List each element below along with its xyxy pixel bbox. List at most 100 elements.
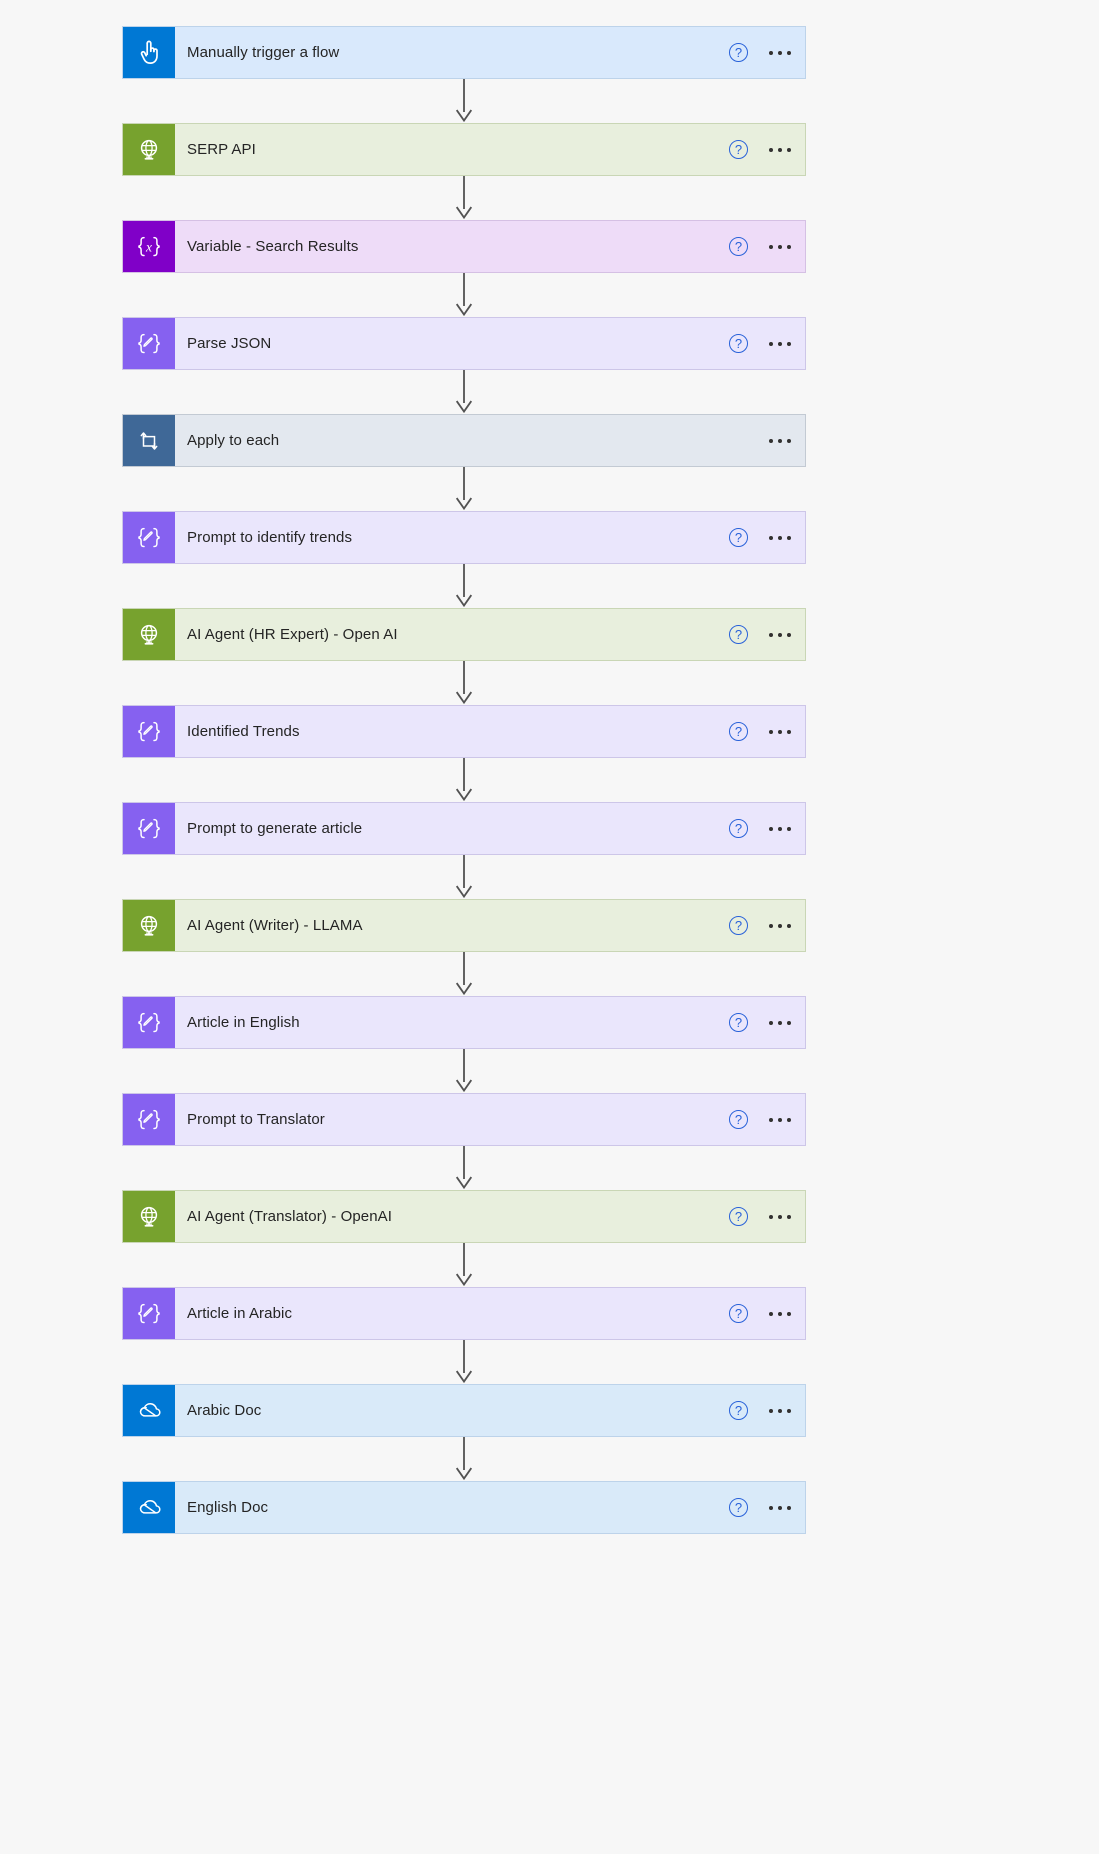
flow-card-body[interactable]: Identified Trends? xyxy=(175,706,805,757)
flow-card[interactable]: Prompt to identify trends? xyxy=(122,511,806,564)
data-operation-icon xyxy=(123,512,175,563)
onedrive-cloud-icon xyxy=(123,1482,175,1533)
flow-node: AI Agent (Translator) - OpenAI? xyxy=(122,1190,806,1243)
flow-card-body[interactable]: Article in Arabic? xyxy=(175,1288,805,1339)
help-icon[interactable]: ? xyxy=(729,916,748,935)
flow-node: Apply to each? xyxy=(122,414,806,467)
flow-card[interactable]: Manually trigger a flow? xyxy=(122,26,806,79)
flow-node: Prompt to identify trends? xyxy=(122,511,806,564)
help-icon[interactable]: ? xyxy=(729,1304,748,1323)
flow-connector-arrow xyxy=(122,1049,806,1093)
help-icon[interactable]: ? xyxy=(729,722,748,741)
flow-card[interactable]: Apply to each? xyxy=(122,414,806,467)
flow-card[interactable]: AI Agent (HR Expert) - Open AI? xyxy=(122,608,806,661)
help-icon[interactable]: ? xyxy=(729,625,748,644)
flow-connector-arrow xyxy=(122,1437,806,1481)
flow-card[interactable]: AI Agent (Writer) - LLAMA? xyxy=(122,899,806,952)
loop-repeat-icon xyxy=(123,415,175,466)
help-icon[interactable]: ? xyxy=(729,1498,748,1517)
flow-card-title: Identified Trends xyxy=(187,723,300,740)
http-globe-icon xyxy=(123,124,175,175)
more-commands-icon[interactable] xyxy=(765,627,795,643)
more-commands-icon[interactable] xyxy=(765,1306,795,1322)
flow-card[interactable]: Parse JSON? xyxy=(122,317,806,370)
more-commands-icon[interactable] xyxy=(765,1403,795,1419)
flow-card-body[interactable]: AI Agent (HR Expert) - Open AI? xyxy=(175,609,805,660)
flow-card-body[interactable]: Manually trigger a flow? xyxy=(175,27,805,78)
flow-card-body[interactable]: Article in English? xyxy=(175,997,805,1048)
flow-card-actions: ? xyxy=(729,318,795,369)
flow-card-actions: ? xyxy=(729,512,795,563)
flow-card-body[interactable]: AI Agent (Writer) - LLAMA? xyxy=(175,900,805,951)
flow-card[interactable]: Prompt to Translator? xyxy=(122,1093,806,1146)
more-commands-icon[interactable] xyxy=(765,530,795,546)
help-icon[interactable]: ? xyxy=(729,819,748,838)
flow-card-body[interactable]: Prompt to identify trends? xyxy=(175,512,805,563)
flow-card[interactable]: SERP API? xyxy=(122,123,806,176)
data-operation-icon xyxy=(123,1094,175,1145)
flow-card-body[interactable]: AI Agent (Translator) - OpenAI? xyxy=(175,1191,805,1242)
http-globe-icon xyxy=(123,609,175,660)
flow-node: Article in Arabic? xyxy=(122,1287,806,1340)
help-icon[interactable]: ? xyxy=(729,1110,748,1129)
more-commands-icon[interactable] xyxy=(765,1500,795,1516)
flow-card-body[interactable]: English Doc? xyxy=(175,1482,805,1533)
flow-card[interactable]: English Doc? xyxy=(122,1481,806,1534)
more-commands-icon[interactable] xyxy=(765,433,795,449)
flow-card-body[interactable]: Prompt to Translator? xyxy=(175,1094,805,1145)
more-commands-icon[interactable] xyxy=(765,142,795,158)
help-icon[interactable]: ? xyxy=(729,43,748,62)
flow-card-body[interactable]: Parse JSON? xyxy=(175,318,805,369)
more-commands-icon[interactable] xyxy=(765,918,795,934)
more-commands-icon[interactable] xyxy=(765,1209,795,1225)
flow-card-body[interactable]: Variable - Search Results? xyxy=(175,221,805,272)
help-icon[interactable]: ? xyxy=(729,1401,748,1420)
flow-card[interactable]: Prompt to generate article? xyxy=(122,802,806,855)
flow-card-title: Prompt to identify trends xyxy=(187,529,353,546)
flow-connector-arrow xyxy=(122,1340,806,1384)
help-icon[interactable]: ? xyxy=(729,237,748,256)
flow-connector-arrow xyxy=(122,370,806,414)
help-icon[interactable]: ? xyxy=(729,1207,748,1226)
more-commands-icon[interactable] xyxy=(765,336,795,352)
data-operation-icon xyxy=(123,997,175,1048)
flow-card-title: AI Agent (HR Expert) - Open AI xyxy=(187,626,398,643)
more-commands-icon[interactable] xyxy=(765,1015,795,1031)
http-globe-icon xyxy=(123,1191,175,1242)
flow-card-title: Parse JSON xyxy=(187,335,272,352)
flow-node: Arabic Doc? xyxy=(122,1384,806,1437)
flow-connector-arrow xyxy=(122,1146,806,1190)
flow-card-body[interactable]: Prompt to generate article? xyxy=(175,803,805,854)
flow-card-body[interactable]: Apply to each? xyxy=(175,415,805,466)
more-commands-icon[interactable] xyxy=(765,239,795,255)
flow-card-actions: ? xyxy=(729,1288,795,1339)
flow-card-actions: ? xyxy=(729,27,795,78)
flow-card-title: Article in English xyxy=(187,1014,300,1031)
help-icon[interactable]: ? xyxy=(729,140,748,159)
manual-trigger-icon xyxy=(123,27,175,78)
flow-connector-arrow xyxy=(122,79,806,123)
flow-card-body[interactable]: SERP API? xyxy=(175,124,805,175)
flow-card-body[interactable]: Arabic Doc? xyxy=(175,1385,805,1436)
flow-card[interactable]: Identified Trends? xyxy=(122,705,806,758)
flow-card[interactable]: Article in Arabic? xyxy=(122,1287,806,1340)
help-icon[interactable]: ? xyxy=(729,334,748,353)
more-commands-icon[interactable] xyxy=(765,1112,795,1128)
flow-connector-arrow xyxy=(122,855,806,899)
help-icon[interactable]: ? xyxy=(729,1013,748,1032)
more-commands-icon[interactable] xyxy=(765,821,795,837)
flow-card[interactable]: Article in English? xyxy=(122,996,806,1049)
more-commands-icon[interactable] xyxy=(765,45,795,61)
flow-card[interactable]: AI Agent (Translator) - OpenAI? xyxy=(122,1190,806,1243)
flow-card-title: SERP API xyxy=(187,141,256,158)
more-commands-icon[interactable] xyxy=(765,724,795,740)
flow-card[interactable]: Arabic Doc? xyxy=(122,1384,806,1437)
flow-card-title: Article in Arabic xyxy=(187,1305,293,1322)
help-icon[interactable]: ? xyxy=(729,528,748,547)
flow-card-actions: ? xyxy=(729,900,795,951)
variable-braces-icon: x xyxy=(123,221,175,272)
flow-card-actions: ? xyxy=(729,1191,795,1242)
flow-node: Parse JSON? xyxy=(122,317,806,370)
